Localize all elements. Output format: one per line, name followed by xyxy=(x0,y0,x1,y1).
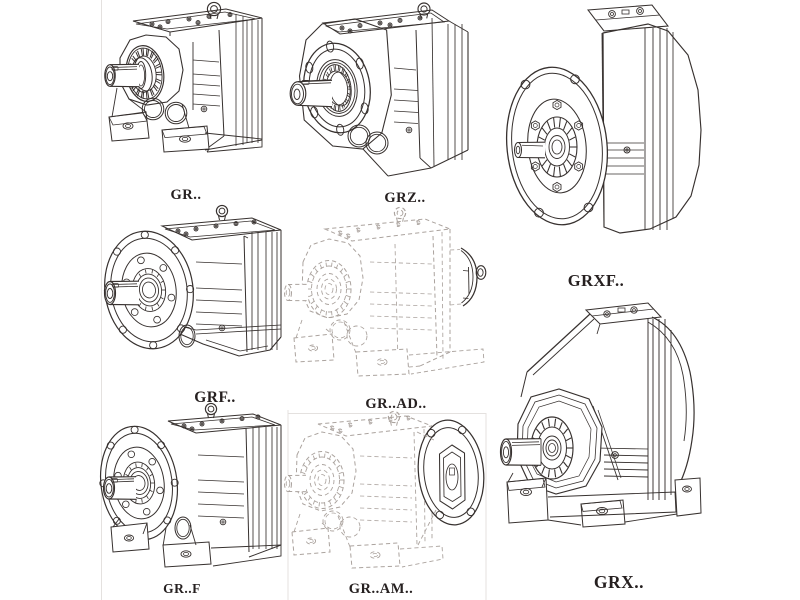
svg-text:GRZ..: GRZ.. xyxy=(384,190,425,206)
svg-text:GR..F: GR..F xyxy=(163,581,201,596)
svg-text:GRXF..: GRXF.. xyxy=(568,271,624,290)
svg-text:GR..AD..: GR..AD.. xyxy=(365,396,426,412)
svg-text:GR..AM..: GR..AM.. xyxy=(349,581,413,597)
svg-text:GRX..: GRX.. xyxy=(594,572,644,592)
svg-text:GRF..: GRF.. xyxy=(194,389,236,406)
svg-text:GR..: GR.. xyxy=(171,187,202,203)
